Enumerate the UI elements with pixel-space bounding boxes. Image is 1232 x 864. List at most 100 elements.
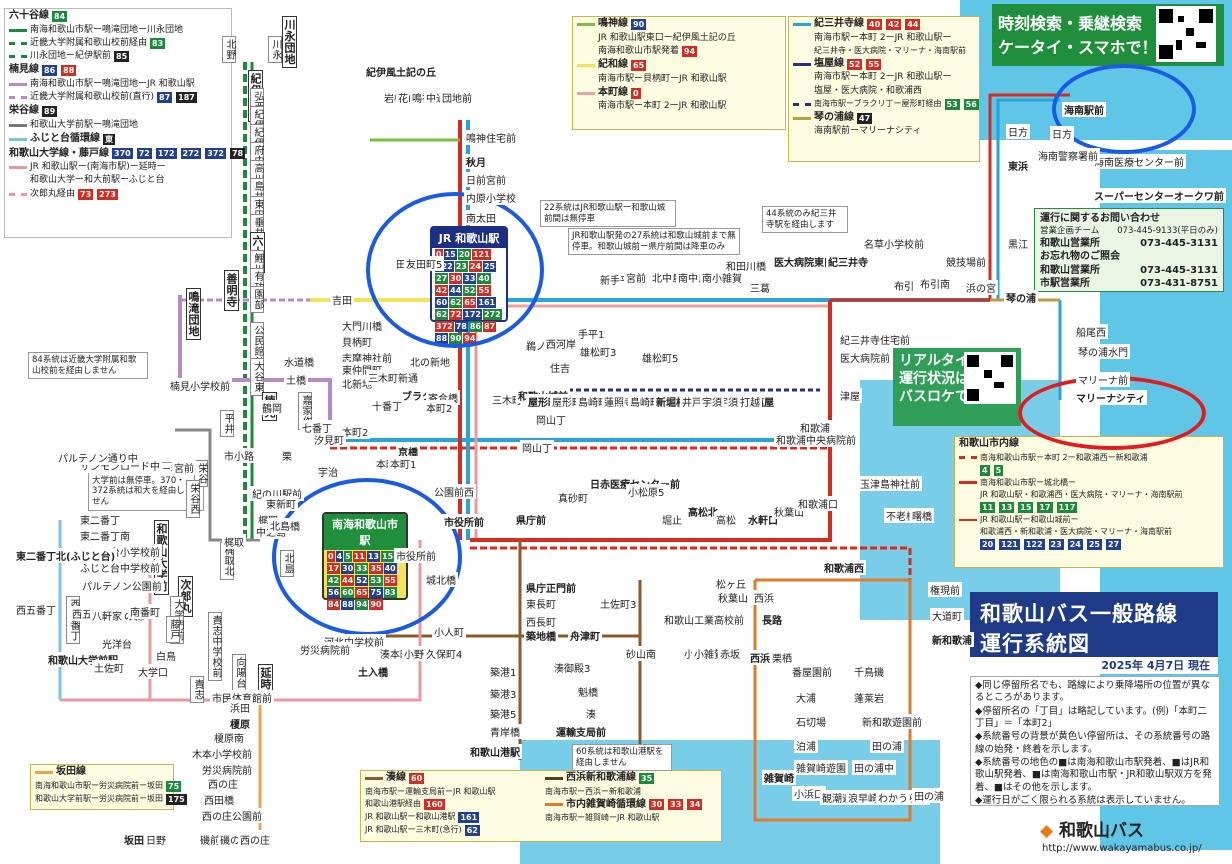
bus-stop-akiba[interactable]: 秋葉山 <box>716 590 750 605</box>
bus-stop-saikazakiyuen[interactable]: 雑賀崎遊園 <box>794 760 848 775</box>
qr-code-icon[interactable] <box>1156 6 1216 62</box>
bus-stop-tsukiji5[interactable]: 築港5 <box>488 706 519 721</box>
bus-stop-kajiwara[interactable]: 梶取 <box>222 534 246 549</box>
bus-stop-kohama[interactable]: 小浜口 <box>792 786 826 801</box>
bus-stop-higashibanchi1[interactable]: 東二番丁 <box>78 512 122 527</box>
bus-stop-daiganji[interactable]: 大学口 <box>136 664 170 679</box>
bus-stop-honmachi[interactable]: 本町2 <box>340 424 371 439</box>
company-url[interactable]: http://www.wakayamabus.co.jp/ <box>1042 843 1202 854</box>
bus-stop-shiratori[interactable]: 白鳥 <box>154 648 178 663</box>
bus-stop-fuji[interactable]: 不老橋 <box>884 508 918 523</box>
bus-stop-shichiban[interactable]: 土橋 <box>284 372 308 387</box>
bus-stop-nanbanmachi[interactable]: 南番町 <box>128 604 162 619</box>
bus-stop-shinwakaurayuen[interactable]: 新和歌遊園前 <box>860 714 924 729</box>
bus-stop-tosachō[interactable]: 土佐町3 <box>598 596 639 611</box>
bus-stop-kawanagadanchi[interactable]: 川永団地 <box>282 16 297 68</box>
company-logo[interactable]: ◆ 和歌山バス <box>1040 821 1144 841</box>
bus-stop-idaibyoinmae[interactable]: 医大病院前 <box>838 350 892 365</box>
bus-stop-soryo[interactable]: 楠見小学校前 <box>168 378 232 393</box>
bus-stop-higashi2[interactable]: 東二番丁北(ふじと台) <box>14 548 118 563</box>
bus-stop-nobetoki[interactable]: 延時 <box>258 664 273 693</box>
bus-stop-kyobashi[interactable]: 京橋 <box>396 444 420 459</box>
bus-stop-shinwakaura[interactable]: 新和歌浦 <box>930 632 974 647</box>
bus-stop-hiramae[interactable]: 日前宮前 <box>464 172 508 187</box>
bus-stop-shiroato[interactable]: 城北橋 <box>424 572 458 587</box>
bus-stop-nishikawa[interactable]: 西河岸 <box>544 336 578 351</box>
bus-stop-kitano[interactable]: 北野 <box>222 36 236 63</box>
bus-stop-narutaki[interactable]: 鳴滝団地 <box>186 288 201 340</box>
bus-stop-nagamichi[interactable]: 長路 <box>760 612 784 627</box>
bus-stop-yukimatsu5[interactable]: 雄松町5 <box>640 350 681 365</box>
bus-stop-kainanbyoin[interactable]: 海南医療センター前 <box>1092 154 1186 169</box>
bus-stop-horaiiwa[interactable]: 蓬莱岩 <box>852 690 886 705</box>
bus-stop-akizuki[interactable]: 秋月 <box>464 154 488 169</box>
bus-stop-tanouraeki[interactable]: 田の浦 <box>912 788 946 803</box>
bus-stop-kishi[interactable]: 貴志 <box>190 676 204 703</box>
bus-stop-kurisu[interactable]: 栗栖 <box>770 650 794 665</box>
bus-stop-kenchomae[interactable]: 県庁前 <box>514 512 548 527</box>
bus-stop-tosanomi[interactable]: 土佐町 <box>92 660 126 675</box>
bus-stop-namiheya[interactable]: 浪早崎 <box>846 790 880 805</box>
bus-stop-higashihama[interactable]: 東浜 <box>1006 158 1030 173</box>
bus-stop-danchimae[interactable]: 団地前 <box>440 90 474 105</box>
bus-stop-kokufu[interactable]: 園部 <box>250 286 264 313</box>
bus-stop-idaibyoin[interactable]: 医大病院東口 <box>772 254 836 269</box>
bus-stop-tanourachu[interactable]: 田の浦中 <box>852 760 896 775</box>
bus-stop-wakauraguchi[interactable]: 和歌浦口 <box>796 496 840 511</box>
bus-stop-hirada[interactable]: 友田町5 <box>404 256 445 271</box>
bus-stop-nagusa[interactable]: 名草小学校前 <box>862 236 926 251</box>
bus-stop-superc[interactable]: スーパーセンターオークワ前 <box>1092 188 1226 203</box>
bus-stop-wadagawa[interactable]: 和田川橋 <box>724 258 768 273</box>
bus-stop-kaifuchi[interactable]: 貝柄町 <box>340 334 374 349</box>
bus-stop-kibonori[interactable]: 木本小学校前 <box>190 746 254 761</box>
bus-stop-shiomi[interactable]: 汐見町 <box>312 432 346 447</box>
bus-stop-naikai[interactable]: 内原小学校 <box>464 190 518 205</box>
bus-stop-shimizuno[interactable]: 市小路 <box>222 448 256 463</box>
bus-stop-kitanoshinchi[interactable]: 北の新地 <box>408 354 452 369</box>
bus-stop-higashibanchi2[interactable]: 東二番丁南 <box>78 528 132 543</box>
bus-stop-shinkorobashi[interactable]: 新堀橋 <box>654 394 688 409</box>
bus-stop-kamaehara[interactable]: 榎原南 <box>212 730 246 745</box>
bus-stop-minamida[interactable]: 南太田 <box>464 210 498 225</box>
bus-stop-kowamachi[interactable]: 小人町 <box>432 624 466 639</box>
bus-stop-shintena[interactable]: 新手平 <box>598 272 632 287</box>
bus-stop-takamatsu2[interactable]: 高松 <box>714 512 738 527</box>
bus-stop-yoshida[interactable]: 吉田 <box>330 292 354 307</box>
qr-code-icon[interactable] <box>964 352 1016 404</box>
bus-stop-sakaedani_gakko[interactable]: 栄谷西 <box>186 480 200 518</box>
bus-stop-tsukiji3[interactable]: 築港3 <box>488 686 519 701</box>
bus-stop-nishitakeda[interactable]: 西田橋 <box>202 792 236 807</box>
bus-stop-uji[interactable]: 宇治 <box>316 464 340 479</box>
bus-stop-wakaura[interactable]: 和歌浦西 <box>822 560 866 575</box>
bus-stop-shiyakushobyo[interactable]: 市民体育館前 <box>210 690 274 705</box>
bus-stop-utsunotaki[interactable]: 打越 <box>738 394 762 409</box>
bus-stop-kumanoura[interactable]: 本町2 <box>424 400 455 415</box>
bus-stop-nishihon[interactable]: 西五番丁 <box>14 602 58 617</box>
bus-stop-kudo[interactable]: 鳴神住宅前 <box>464 130 518 145</box>
bus-stop-kounkin[interactable]: 光洋台 <box>100 636 134 651</box>
bus-stop-kyoteijo[interactable]: 競技場前 <box>944 254 988 269</box>
bus-stop-parthenonnaka[interactable]: パルテノン通り中 <box>56 450 140 465</box>
bus-stop-tamatsushima[interactable]: 玉津島神社前 <box>858 476 922 491</box>
bus-stop-minato[interactable]: 湊 <box>584 706 598 721</box>
bus-stop-higashishinmachi[interactable]: 東新町 <box>264 496 298 511</box>
bus-stop-ishikiri[interactable]: 石切場 <box>794 714 828 729</box>
bus-stop-okayamacho[interactable]: 岡山丁 <box>520 440 554 455</box>
bus-stop-sakigake[interactable]: 魁橋 <box>576 684 600 699</box>
bus-stop-kashiwara[interactable]: 榎原 <box>228 716 252 731</box>
bus-stop-minamikoya[interactable]: 南小雑賀 <box>700 270 744 285</box>
bus-stop-bantabashi[interactable]: 番屋園前 <box>790 664 834 679</box>
bus-stop-kimiiderashin[interactable]: 紀三井寺住宅前 <box>838 332 912 347</box>
bus-stop-kōenmae[interactable]: 公園前西 <box>432 484 476 499</box>
bus-stop-hasshimizu[interactable]: 八軒家 <box>90 608 124 623</box>
bus-stop-kainankeisatsu[interactable]: 海南警察署前 <box>1036 148 1100 163</box>
bus-stop-fujito[interactable]: 藤戸 <box>166 616 180 643</box>
bus-stop-sumiyoshi[interactable]: 住吉 <box>548 360 572 375</box>
bus-stop-kuroe[interactable]: 黒江 <box>1006 236 1030 251</box>
bus-stop-fuchue[interactable]: 布引南 <box>918 276 952 291</box>
bus-stop-kimiidera[interactable]: 紀三井寺 <box>826 254 870 269</box>
bus-stop-tomari[interactable]: 泊浦 <box>794 738 818 753</box>
bus-stop-okayama[interactable]: 岡山丁 <box>534 412 568 427</box>
bus-stop-miyahama[interactable]: 宮前 <box>172 460 196 475</box>
bus-stop-mizukimachi[interactable]: 水軒口 <box>746 512 780 527</box>
